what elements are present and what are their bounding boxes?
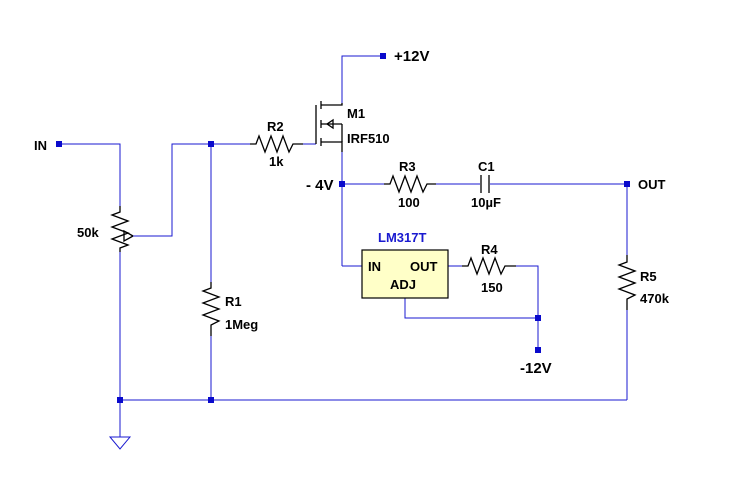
m1-value: IRF510 <box>347 131 390 146</box>
ic-pin-in: IN <box>368 259 381 274</box>
node-wiper <box>208 141 214 147</box>
ic-pin-adj: ADJ <box>390 277 416 292</box>
r4-value: 150 <box>481 280 503 295</box>
junction-dots <box>56 53 630 403</box>
r4-ref: R4 <box>481 242 498 257</box>
net-node-voltage: - 4V <box>306 177 334 194</box>
r2-ref: R2 <box>267 119 284 134</box>
ic-part-name: LM317T <box>378 230 426 245</box>
out-terminal <box>624 181 630 187</box>
ground-icon <box>108 436 132 450</box>
pot-value: 50k <box>77 225 99 240</box>
node-ground-left <box>117 397 123 403</box>
net-in-label: IN <box>34 138 47 153</box>
r1-ref: R1 <box>225 294 242 309</box>
m1-ref: M1 <box>347 106 365 121</box>
resistor-r5: R5 470k <box>617 255 670 310</box>
net-vplus-label: +12V <box>394 48 429 65</box>
r1-value: 1Meg <box>225 317 258 332</box>
resistor-r3: R3 100 <box>384 159 436 210</box>
node-source <box>339 181 345 187</box>
r3-ref: R3 <box>399 159 416 174</box>
capacitor-c1: C1 10µF <box>471 159 501 210</box>
r5-value: 470k <box>640 291 670 306</box>
regulator-lm317t: LM317T IN OUT ADJ <box>361 230 449 299</box>
node-adj <box>535 315 541 321</box>
net-labels: IN OUT +12V -12V - 4V <box>34 48 666 377</box>
net-vminus-label: -12V <box>520 360 552 377</box>
node-ground-r1 <box>208 397 214 403</box>
c1-value: 10µF <box>471 195 501 210</box>
resistor-r1: R1 1Meg <box>201 282 258 336</box>
r3-value: 100 <box>398 195 420 210</box>
wires <box>59 55 628 437</box>
resistor-r4: R4 150 <box>462 242 516 295</box>
net-out-label: OUT <box>638 177 666 192</box>
c1-ref: C1 <box>478 159 495 174</box>
r5-ref: R5 <box>640 269 657 284</box>
mosfet-m1: M1 IRF510 <box>315 101 390 152</box>
potentiometer: 50k <box>77 206 134 252</box>
r2-value: 1k <box>269 154 284 169</box>
resistor-r2: R2 1k <box>250 119 303 169</box>
vminus-terminal <box>535 347 541 353</box>
ic-pin-out: OUT <box>410 259 438 274</box>
in-terminal <box>56 141 62 147</box>
vplus-terminal <box>380 53 386 59</box>
